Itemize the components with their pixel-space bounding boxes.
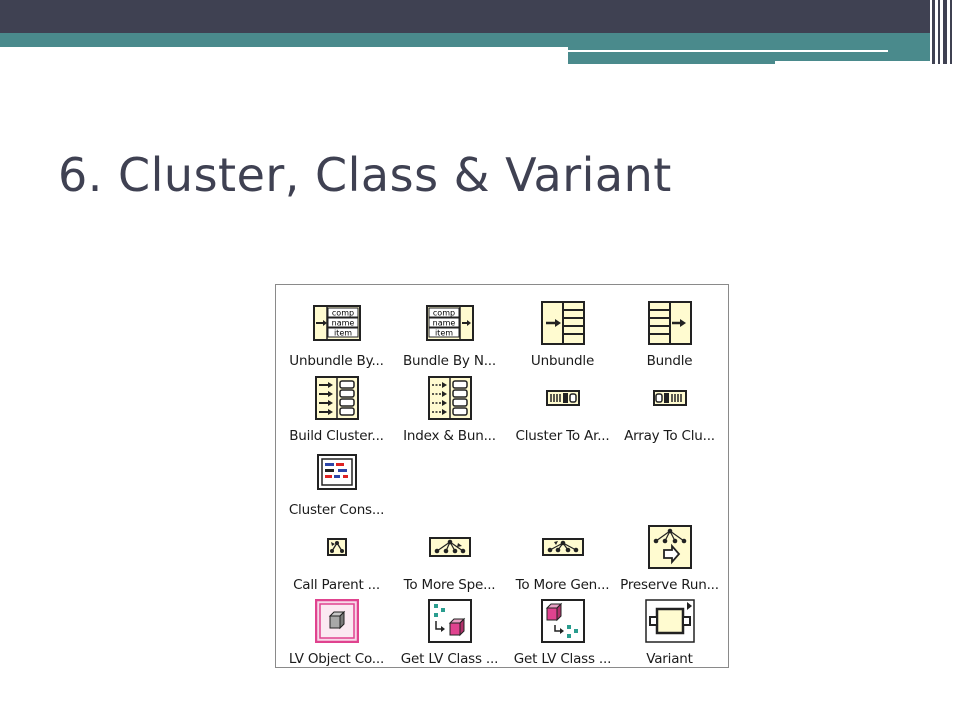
unbundle-icon xyxy=(540,301,585,345)
svg-text:name: name xyxy=(432,319,455,328)
header-accent-line-2 xyxy=(775,61,930,64)
svg-text:comp: comp xyxy=(432,309,454,318)
palette-item-cluster-constant[interactable]: Cluster Cons... xyxy=(280,444,393,518)
palette-item-label: Bundle By N... xyxy=(402,353,496,369)
palette-item-label: To More Spe... xyxy=(403,577,496,593)
palette-item-label: Cluster Cons... xyxy=(288,502,385,518)
svg-text:comp: comp xyxy=(331,309,353,318)
palette-item-array-to-cluster[interactable]: Array To Clu... xyxy=(613,370,726,444)
palette-item-variant[interactable]: Variant xyxy=(613,593,726,667)
slide-title: 6. Cluster, Class & Variant xyxy=(58,148,672,202)
palette-item-build-cluster-array[interactable]: Build Cluster... xyxy=(280,370,393,444)
palette-item-label: Get LV Class ... xyxy=(513,651,612,667)
get-lv-class-default-value-icon xyxy=(427,599,472,643)
build-cluster-array-icon xyxy=(314,376,359,420)
palette-item-index-bundle-cluster-array[interactable]: Index & Bun... xyxy=(393,370,506,444)
array-to-cluster-icon xyxy=(652,390,687,406)
palette-item-to-more-generic-class[interactable]: To More Gen... xyxy=(506,519,619,593)
palette-item-label: Array To Clu... xyxy=(624,428,715,444)
palette-item-bundle-by-name[interactable]: comp name item Bundle By N... xyxy=(393,295,506,369)
get-lv-class-path-icon xyxy=(540,599,585,643)
palette-item-call-parent-method[interactable]: Call Parent ... xyxy=(280,519,393,593)
palette-item-unbundle-by-name[interactable]: comp name item Unbundle By... xyxy=(280,295,393,369)
cluster-to-array-icon xyxy=(545,390,580,406)
palette-item-label: Preserve Run... xyxy=(620,577,719,593)
palette-item-bundle[interactable]: Bundle xyxy=(613,295,726,369)
palette-item-label: Build Cluster... xyxy=(289,428,384,444)
palette-item-cluster-to-array[interactable]: Cluster To Ar... xyxy=(506,370,619,444)
palette-item-label: Index & Bun... xyxy=(403,428,496,444)
to-more-specific-class-icon xyxy=(428,537,471,557)
palette-item-get-lv-class-path[interactable]: Get LV Class ... xyxy=(506,593,619,667)
to-more-generic-class-icon xyxy=(541,538,584,556)
palette-item-label: LV Object Co... xyxy=(288,651,385,667)
palette-item-to-more-specific-class[interactable]: To More Spe... xyxy=(393,519,506,593)
palette-item-get-lv-class-default-value[interactable]: Get LV Class ... xyxy=(393,593,506,667)
palette-item-label: Unbundle xyxy=(530,353,595,369)
bundle-by-name-icon: comp name item xyxy=(425,305,474,341)
svg-text:name: name xyxy=(331,319,354,328)
palette-item-label: Unbundle By... xyxy=(289,353,384,369)
variant-icon xyxy=(644,599,695,643)
cluster-class-variant-palette: comp name item Unbundle By... comp name … xyxy=(275,284,729,668)
header-bar-teal xyxy=(0,33,930,47)
unbundle-by-name-icon: comp name item xyxy=(312,305,361,341)
header-bar-dark xyxy=(0,0,930,33)
palette-item-label: Get LV Class ... xyxy=(400,651,499,667)
cluster-constant-icon xyxy=(316,454,357,490)
preserve-run-time-class-icon xyxy=(647,525,692,569)
palette-item-label: Call Parent ... xyxy=(293,577,380,593)
svg-text:item: item xyxy=(333,329,351,338)
palette-item-label: Bundle xyxy=(646,353,693,369)
svg-text:item: item xyxy=(434,329,452,338)
palette-item-label: To More Gen... xyxy=(515,577,610,593)
bundle-icon xyxy=(647,301,692,345)
palette-item-preserve-run-time-class[interactable]: Preserve Run... xyxy=(613,519,726,593)
palette-item-label: Variant xyxy=(646,651,693,667)
palette-item-label: Cluster To Ar... xyxy=(515,428,610,444)
call-parent-method-icon xyxy=(326,538,347,556)
palette-item-lv-object-constant[interactable]: LV Object Co... xyxy=(280,593,393,667)
palette-item-unbundle[interactable]: Unbundle xyxy=(506,295,619,369)
header-accent-line xyxy=(568,50,888,52)
lv-object-constant-icon xyxy=(314,599,359,643)
header-edge-lines xyxy=(932,0,958,64)
index-bundle-cluster-array-icon xyxy=(427,376,472,420)
